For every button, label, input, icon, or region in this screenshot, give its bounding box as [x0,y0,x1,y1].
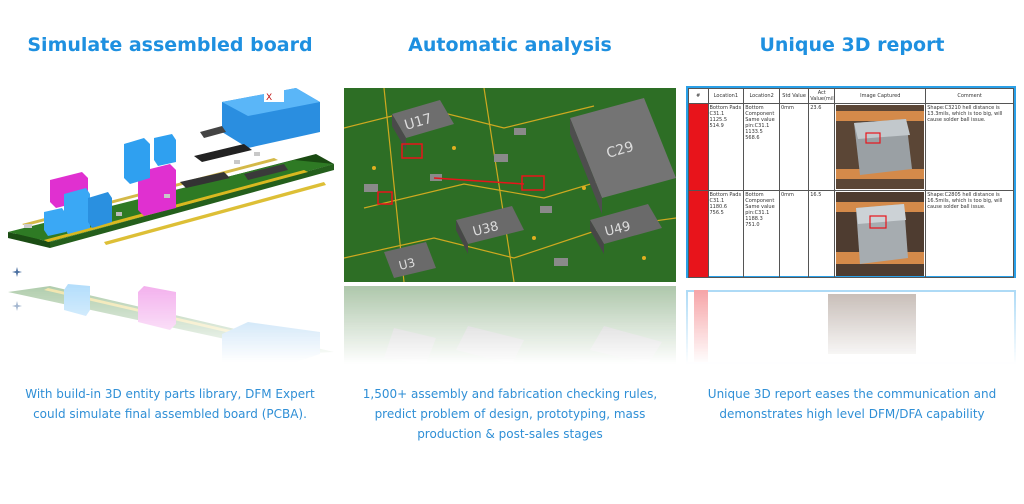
report-image-cell [834,103,927,191]
report-comment: Shape:C2805 hell distance is 16.5mils, w… [925,190,1014,278]
report-image-cell [834,190,927,278]
report-std-value: 0mm [778,190,810,278]
report-location2: Bottom Component Same value pin:C31.1 11… [743,103,780,191]
report-reflection [686,290,1016,364]
panel-description: 1,500+ assembly and fabrication checking… [362,387,658,441]
axis-star-icon [12,262,22,277]
report-header-row: # Location1 Location2 Std Value Act Valu… [688,88,1014,104]
panel-title: Unique 3D report [759,34,945,56]
report-location1: Bottom Pads C31.1 1125.5 514.9 [707,103,745,191]
axis-star-icon-reflection [12,296,22,311]
pcb-analysis-reflection [344,286,676,364]
report-header: Comment [925,88,1014,104]
panel-title: Automatic analysis [408,34,612,56]
assembled-board-image: X [4,82,334,286]
component-label: U38 [471,219,500,240]
panel-report: Unique 3D report # Location1 Location2 S… [680,0,1024,504]
report-act-value: 23.6 [808,103,836,191]
assembled-board-reflection [4,284,334,362]
report-std-value: 0mm [778,103,810,191]
report-row: Bottom Pads C31.1 1180.6 756.5 Bottom Co… [688,190,1014,278]
report-header: Std Value [778,88,810,104]
panel-title: Simulate assembled board [27,34,313,56]
panel-analysis: Automatic analysis U17 C29 [340,0,680,504]
report-header: Image Captured [834,88,927,104]
report-location1: Bottom Pads C31.1 1180.6 756.5 [707,190,745,278]
pcb-analysis-image: U17 C29 U38 U49 U3 [344,88,676,282]
component-label: U17 [403,111,434,134]
report-table: # Location1 Location2 Std Value Act Valu… [686,86,1016,278]
report-location2: Bottom Component Same value pin:C31.1 11… [743,190,780,278]
panel-description: Unique 3D report eases the communication… [707,387,997,421]
report-index-cell [688,103,709,191]
component-label: U3 [397,255,416,273]
component-label: U49 [603,219,632,240]
component-label: C29 [605,139,636,162]
report-header: Location2 [743,88,780,104]
panel-simulate: Simulate assembled board X [0,0,340,504]
report-index-cell [688,190,709,278]
report-row: Bottom Pads C31.1 1125.5 514.9 Bottom Co… [688,103,1014,191]
panel-description: With build-in 3D entity parts library, D… [25,387,315,421]
svg-text:X: X [266,93,272,103]
captured-3d-image [836,192,925,276]
report-header: # [688,88,709,104]
captured-3d-image [836,105,925,189]
report-header: Location1 [707,88,745,104]
report-header: Act Value(mil) [808,88,836,104]
report-act-value: 16.5 [808,190,836,278]
report-comment: Shape:C3210 hell distance is 13.3mils, w… [925,103,1014,191]
